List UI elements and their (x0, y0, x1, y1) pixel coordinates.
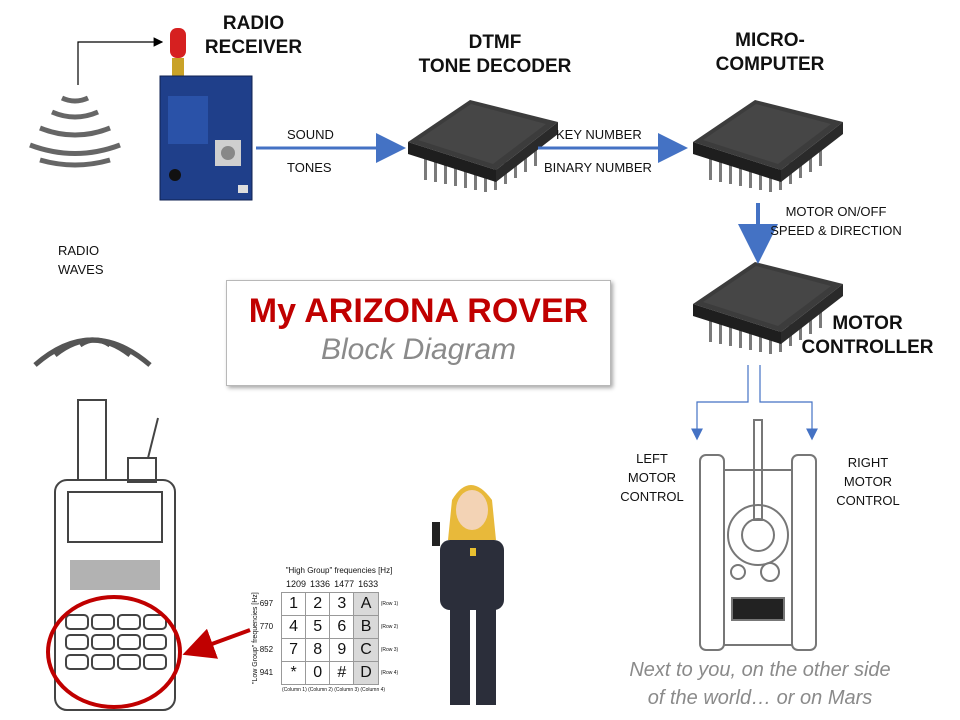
keypad-col-freqs: 1209 1336 1477 1633 (286, 579, 402, 589)
label-line: CONTROL (836, 493, 900, 508)
label-radio-waves: RADIO WAVES (58, 243, 104, 278)
dtmf-decoder-heading: DTMF TONE DECODER (400, 31, 590, 79)
label-line: SPEED & DIRECTION (770, 223, 902, 238)
label-left-motor: LEFT MOTOR CONTROL (614, 449, 690, 506)
operator-character-icon (432, 485, 504, 705)
footer-line: of the world… or on Mars (647, 687, 873, 709)
microcomputer-chip-icon (693, 100, 843, 192)
keypad-key: A (353, 592, 379, 616)
keypad-row-freqs: 697 770 852 941 (260, 592, 281, 684)
radio-receiver-board-icon (159, 28, 253, 201)
label-line: LEFT (636, 451, 668, 466)
label-line: RADIO (58, 243, 100, 258)
keypad-key: 3 (329, 592, 355, 616)
row-label: (Row 3) (380, 646, 399, 653)
keypad-key: 5 (305, 615, 331, 639)
heading-line: MICRO- (735, 30, 805, 51)
title-subtitle: Block Diagram (320, 333, 517, 366)
label-sound: SOUND (287, 127, 334, 142)
col-freq: 1336 (310, 579, 331, 589)
label-motor-command: MOTOR ON/OFF SPEED & DIRECTION (766, 204, 906, 239)
label-tones: TONES (287, 160, 332, 175)
row-freq: 852 (259, 645, 274, 654)
rover-tank-icon (699, 419, 817, 651)
row-label: (Row 4) (380, 669, 399, 676)
row-freq: 941 (259, 668, 274, 677)
dtmf-keypad-figure: "High Group" frequencies [Hz] 1209 1336 … (252, 566, 402, 693)
label-line: MOTOR (627, 470, 677, 485)
keypad-key: 6 (329, 615, 355, 639)
keypad-key: 4 (281, 615, 307, 639)
heading-line: RADIO (222, 13, 285, 34)
footer-note: Next to you, on the other side of the wo… (600, 656, 920, 712)
heading-line: MOTOR (832, 313, 903, 334)
heading-line: COMPUTER (715, 54, 825, 75)
title-box: My ARIZONA ROVER Block Diagram (226, 280, 611, 386)
motor-branch-arrows (691, 365, 818, 441)
keypad-key: 9 (329, 638, 355, 662)
heading-line: DTMF (468, 32, 522, 53)
keypad-row-labels: (Row 1) (Row 2) (Row 3) (Row 4) (381, 592, 402, 684)
radio-waves-icon (29, 95, 121, 168)
keypad-pointer-arrow (182, 628, 251, 659)
label-line: RIGHT (847, 455, 889, 470)
col-freq: 1209 (286, 579, 307, 589)
footer-line: Next to you, on the other side (629, 659, 891, 681)
row-label: (Row 1) (380, 600, 399, 607)
keypad-key: 7 (281, 638, 307, 662)
label-line: WAVES (58, 262, 104, 277)
keypad-row: *0#D (281, 661, 379, 685)
keypad-key: D (353, 661, 379, 685)
keypad-key: 1 (281, 592, 307, 616)
motor-controller-heading: MOTOR CONTROLLER (800, 312, 935, 360)
keypad-key: * (281, 661, 307, 685)
keypad-key: # (329, 661, 355, 685)
keypad-row-axis: "Low Group" frequencies [Hz] (252, 592, 259, 684)
label-line: CONTROL (620, 489, 684, 504)
label-line: MOTOR ON/OFF (785, 204, 887, 219)
label-binary-number: BINARY NUMBER (544, 160, 652, 175)
keypad-key: B (353, 615, 379, 639)
label-line: MOTOR (843, 474, 893, 489)
heading-line: TONE DECODER (418, 56, 572, 77)
keypad-highlight-circle (46, 595, 182, 709)
col-freq: 1633 (358, 579, 379, 589)
keypad-header: "High Group" frequencies [Hz] (285, 566, 393, 575)
label-key-number: KEY NUMBER (556, 127, 642, 142)
keypad-key: 0 (305, 661, 331, 685)
label-right-motor: RIGHT MOTOR CONTROL (830, 453, 906, 510)
row-freq: 770 (259, 622, 274, 631)
keypad-key: 2 (305, 592, 331, 616)
radio-receiver-heading: RADIO RECEIVER (196, 12, 311, 60)
heading-line: CONTROLLER (801, 337, 934, 358)
heading-line: RECEIVER (204, 37, 303, 58)
microcomputer-heading: MICRO- COMPUTER (700, 29, 840, 77)
keypad-col-labels: (Column 1) (Column 2) (Column 3) (Column… (282, 687, 386, 693)
dtmf-chip-icon (408, 100, 558, 192)
row-label: (Row 2) (380, 623, 399, 630)
walkie-talkie-icon (33, 337, 176, 711)
title-main: My ARIZONA ROVER (248, 292, 589, 330)
row-freq: 697 (259, 599, 274, 608)
col-freq: 1477 (334, 579, 355, 589)
antenna-arrow (77, 37, 164, 85)
keypad-key: 8 (305, 638, 331, 662)
keypad-key: C (353, 638, 379, 662)
